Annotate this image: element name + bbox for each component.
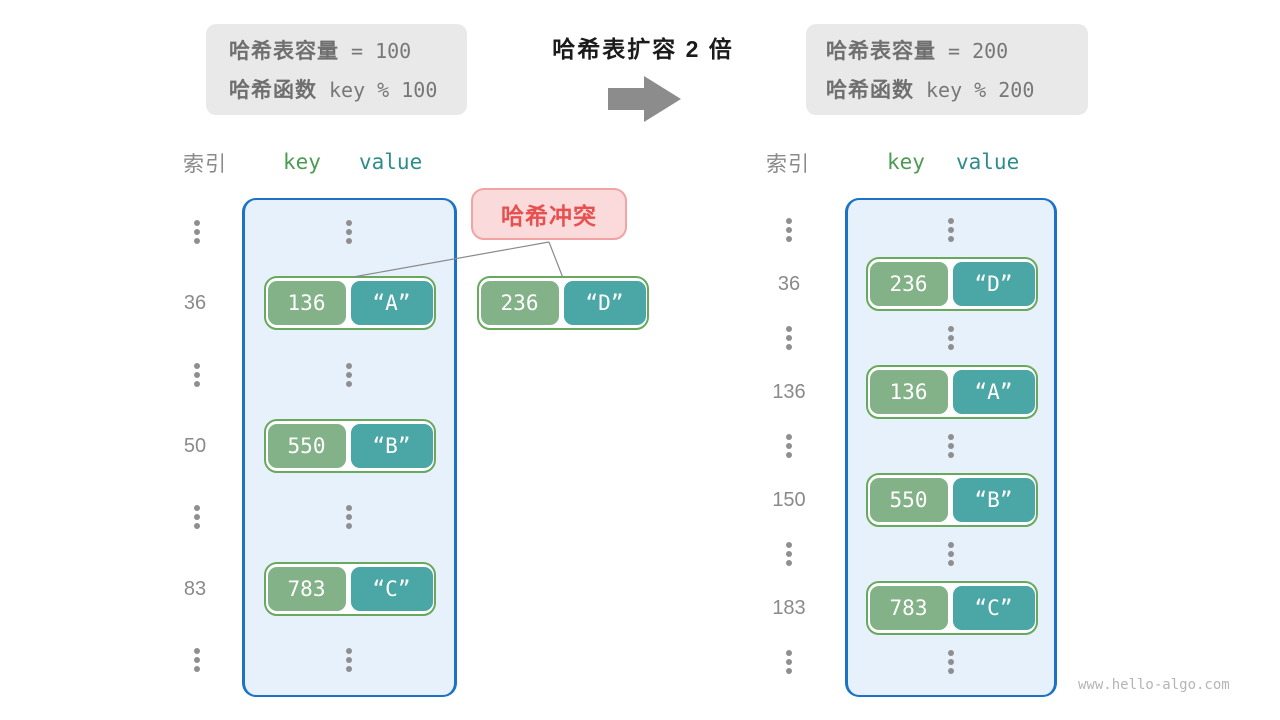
collision-kv-pair: 236 “D”: [477, 276, 649, 330]
ellipsis-dots: [947, 218, 955, 242]
index-label: 183: [772, 597, 806, 619]
ellipsis-dots: [947, 650, 955, 674]
ellipsis-dots: [345, 505, 353, 529]
ellipsis-dots: [345, 220, 353, 244]
ellipsis-dots: [785, 434, 793, 458]
capacity-label: 哈希表容量: [826, 40, 936, 63]
ellipsis-dots: [345, 363, 353, 387]
key-pill: 136: [869, 370, 948, 414]
capacity-value: = 200: [948, 39, 1009, 63]
left-column-header-value: value: [359, 150, 423, 174]
watermark: www.hello-algo.com: [1078, 677, 1230, 693]
kv-pair: 783 “C”: [866, 581, 1038, 635]
capacity-line: 哈希表容量 = 200: [826, 35, 1088, 65]
ellipsis-dots: [947, 542, 955, 566]
hash-function-line: 哈希函数 key % 100: [229, 74, 467, 104]
info-box-capacity-after: 哈希表容量 = 200 哈希函数 key % 200: [806, 24, 1088, 115]
right-column-header-key: key: [887, 150, 925, 174]
kv-pair: 136 “A”: [866, 365, 1038, 419]
ellipsis-dots: [785, 218, 793, 242]
collision-label: 哈希冲突: [471, 188, 627, 240]
key-pill: 783: [869, 586, 948, 630]
hash-function-label: 哈希函数: [826, 79, 914, 102]
value-pill: “A”: [350, 281, 433, 325]
key-pill: 550: [267, 424, 346, 468]
index-label: 36: [183, 292, 207, 314]
kv-pair: 136 “A”: [264, 276, 436, 330]
value-pill: “C”: [350, 567, 433, 611]
right-column-header-value: value: [956, 150, 1020, 174]
key-pill: 236: [480, 281, 559, 325]
ellipsis-dots: [193, 363, 201, 387]
index-label: 83: [183, 578, 207, 600]
capacity-line: 哈希表容量 = 100: [229, 35, 467, 65]
value-pill: “B”: [350, 424, 433, 468]
index-label: 36: [777, 273, 801, 295]
index-label: 136: [772, 381, 806, 403]
capacity-value: = 100: [351, 39, 412, 63]
ellipsis-dots: [193, 220, 201, 244]
kv-pair: 236 “D”: [866, 257, 1038, 311]
ellipsis-dots: [785, 650, 793, 674]
ellipsis-dots: [785, 326, 793, 350]
hash-function-value: key % 200: [926, 78, 1035, 102]
kv-pair: 550 “B”: [264, 419, 436, 473]
ellipsis-dots: [193, 505, 201, 529]
kv-pair: 783 “C”: [264, 562, 436, 616]
index-label: 150: [772, 489, 806, 511]
expand-title: 哈希表扩容 2 倍: [552, 36, 734, 62]
value-pill: “C”: [952, 586, 1035, 630]
hash-function-line: 哈希函数 key % 200: [826, 74, 1088, 104]
ellipsis-dots: [785, 542, 793, 566]
ellipsis-dots: [947, 326, 955, 350]
key-pill: 550: [869, 478, 948, 522]
key-pill: 236: [869, 262, 948, 306]
value-pill: “D”: [563, 281, 646, 325]
key-pill: 783: [267, 567, 346, 611]
right-column-header-index: 索引: [766, 153, 810, 176]
info-box-capacity-before: 哈希表容量 = 100 哈希函数 key % 100: [206, 24, 467, 115]
index-label: 50: [183, 435, 207, 457]
ellipsis-dots: [345, 648, 353, 672]
value-pill: “D”: [952, 262, 1035, 306]
kv-pair: 550 “B”: [866, 473, 1038, 527]
hash-function-label: 哈希函数: [229, 79, 317, 102]
ellipsis-dots: [947, 434, 955, 458]
left-column-header-index: 索引: [183, 153, 227, 176]
left-column-header-key: key: [283, 150, 321, 174]
value-pill: “B”: [952, 478, 1035, 522]
key-pill: 136: [267, 281, 346, 325]
capacity-label: 哈希表容量: [229, 40, 339, 63]
value-pill: “A”: [952, 370, 1035, 414]
hash-function-value: key % 100: [329, 78, 438, 102]
ellipsis-dots: [193, 648, 201, 672]
